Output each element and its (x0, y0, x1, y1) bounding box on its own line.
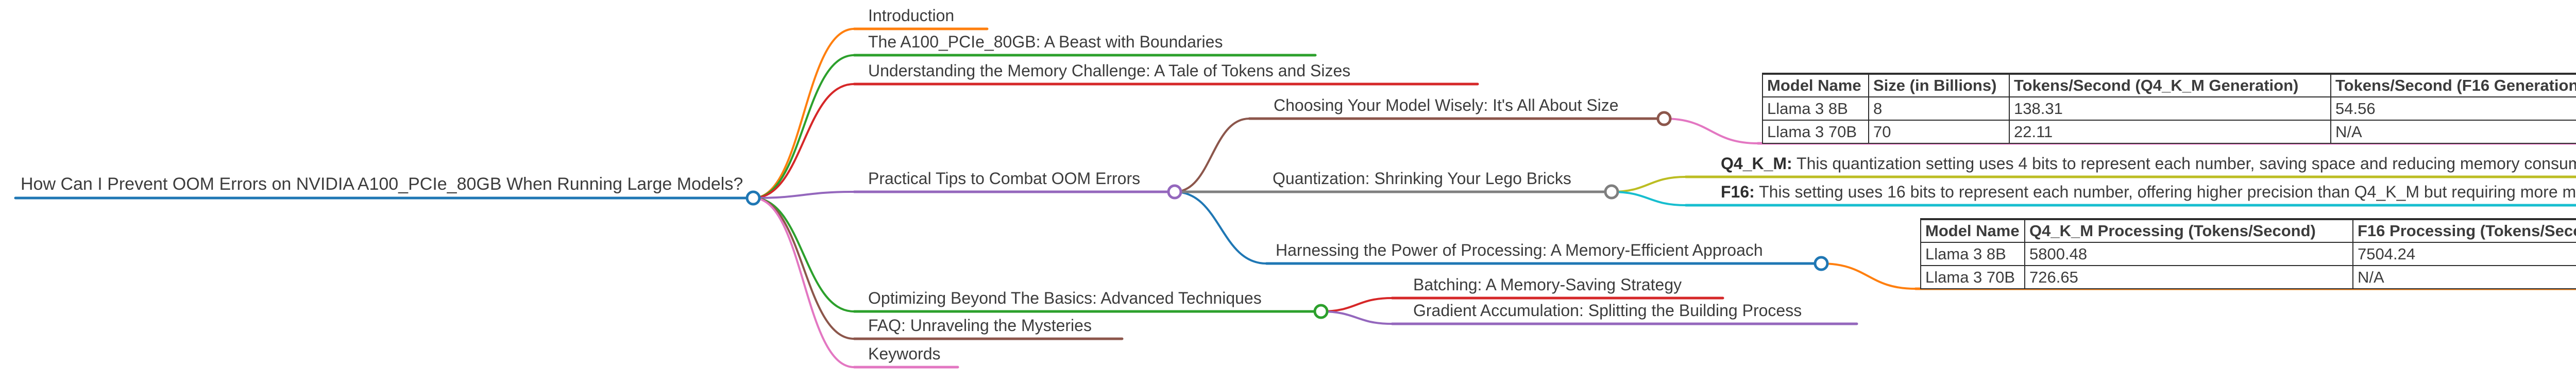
link-harnessing-processing-table (1821, 262, 1916, 290)
node-circle-optimizing[interactable] (1313, 304, 1329, 319)
link-optimizing-gradient (1320, 310, 1393, 325)
link-root-faq (753, 197, 855, 340)
link-root-practical (753, 191, 855, 199)
f16-description: This setting uses 16 bits to represent e… (1759, 182, 2576, 201)
node-circle-choosing[interactable] (1656, 111, 1672, 126)
cell-model-name: Llama 3 8B (1762, 96, 1869, 121)
column-header: Size (in Billions) (1868, 73, 2010, 97)
node-circle-practical[interactable] (1167, 184, 1182, 200)
node-label-q4km-note: Q4_K_M: This quantization setting uses 4… (1721, 154, 2576, 173)
column-header: Model Name (1762, 73, 1869, 97)
link-root-keywords (753, 197, 855, 368)
cell-size: 8 (1868, 96, 2010, 121)
link-root-understanding (753, 83, 855, 199)
link-practical-choosing (1174, 118, 1250, 193)
node-label-root-question: How Can I Prevent OOM Errors on NVIDIA A… (21, 174, 743, 194)
cell-size: 70 (1868, 120, 2010, 144)
link-root-optimizing (753, 197, 855, 312)
node-label-f16-note: F16: This setting uses 16 bits to repres… (1721, 183, 2576, 201)
cell-model-name: Llama 3 8B (1920, 242, 2025, 266)
table-row: Llama 3 8B 5800.48 7504.24 (1920, 242, 2576, 266)
table-header-row: Model Name Q4_K_M Processing (Tokens/Sec… (1920, 218, 2576, 243)
q4km-term: Q4_K_M: (1721, 154, 1792, 173)
cell-model-name: Llama 3 70B (1920, 265, 2025, 289)
node-label-understanding-memory: Understanding the Memory Challenge: A Ta… (868, 61, 1351, 80)
node-label-faq: FAQ: Unraveling the Mysteries (868, 316, 1092, 335)
cell-q4km-processing: 726.65 (2024, 265, 2353, 289)
column-header: Tokens/Second (F16 Generation) (2330, 73, 2576, 97)
link-root-a100 (753, 54, 855, 199)
node-circle-quantization[interactable] (1604, 184, 1619, 200)
column-header: F16 Processing (Tokens/Second) (2352, 218, 2576, 243)
node-label-batching: Batching: A Memory-Saving Strategy (1413, 275, 1682, 294)
link-practical-harnessing (1174, 191, 1267, 265)
node-label-gradient-accumulation: Gradient Accumulation: Splitting the Bui… (1413, 301, 1802, 320)
f16-term: F16: (1721, 182, 1755, 201)
column-header: Q4_K_M Processing (Tokens/Second) (2024, 218, 2353, 243)
link-optimizing-batching (1320, 297, 1393, 312)
node-label-harnessing-processing: Harnessing the Power of Processing: A Me… (1276, 240, 1763, 259)
node-label-a100-beast: The A100_PCIe_80GB: A Beast with Boundar… (868, 32, 1223, 51)
generation-speed-table: Model Name Size (in Billions) Tokens/Sec… (1762, 73, 2576, 144)
node-label-introduction: Introduction (868, 6, 955, 25)
cell-f16-processing: 7504.24 (2352, 242, 2576, 266)
cell-f16-generation: N/A (2330, 120, 2576, 144)
cell-f16-processing: N/A (2352, 265, 2576, 289)
column-header: Model Name (1920, 218, 2025, 243)
cell-q4km-processing: 5800.48 (2024, 242, 2353, 266)
cell-model-name: Llama 3 70B (1762, 120, 1869, 144)
column-header: Tokens/Second (Q4_K_M Generation) (2009, 73, 2331, 97)
cell-q4km-generation: 22.11 (2009, 120, 2331, 144)
node-circle-root[interactable] (745, 190, 761, 206)
q4km-description: This quantization setting uses 4 bits to… (1797, 154, 2576, 173)
node-label-choosing-model: Choosing Your Model Wisely: It's All Abo… (1274, 95, 1619, 114)
link-quantization-q4km (1611, 176, 1686, 193)
node-label-keywords: Keywords (868, 344, 941, 363)
table-row: Llama 3 8B 8 138.31 54.56 (1762, 96, 2576, 121)
node-label-optimizing-advanced: Optimizing Beyond The Basics: Advanced T… (868, 288, 1262, 307)
table-header-row: Model Name Size (in Billions) Tokens/Sec… (1762, 73, 2576, 97)
link-choosing-generation-table (1664, 118, 1758, 144)
cell-q4km-generation: 138.31 (2009, 96, 2331, 121)
cell-f16-generation: 54.56 (2330, 96, 2576, 121)
link-root-introduction (753, 28, 855, 199)
table-row: Llama 3 70B 70 22.11 N/A (1762, 120, 2576, 144)
node-label-practical-tips: Practical Tips to Combat OOM Errors (868, 169, 1141, 188)
node-label-quantization: Quantization: Shrinking Your Lego Bricks (1273, 169, 1571, 188)
table-row: Llama 3 70B 726.65 N/A (1920, 265, 2576, 289)
processing-speed-table: Model Name Q4_K_M Processing (Tokens/Sec… (1920, 218, 2576, 289)
node-circle-harnessing[interactable] (1814, 256, 1829, 271)
link-quantization-f16 (1611, 191, 1686, 206)
